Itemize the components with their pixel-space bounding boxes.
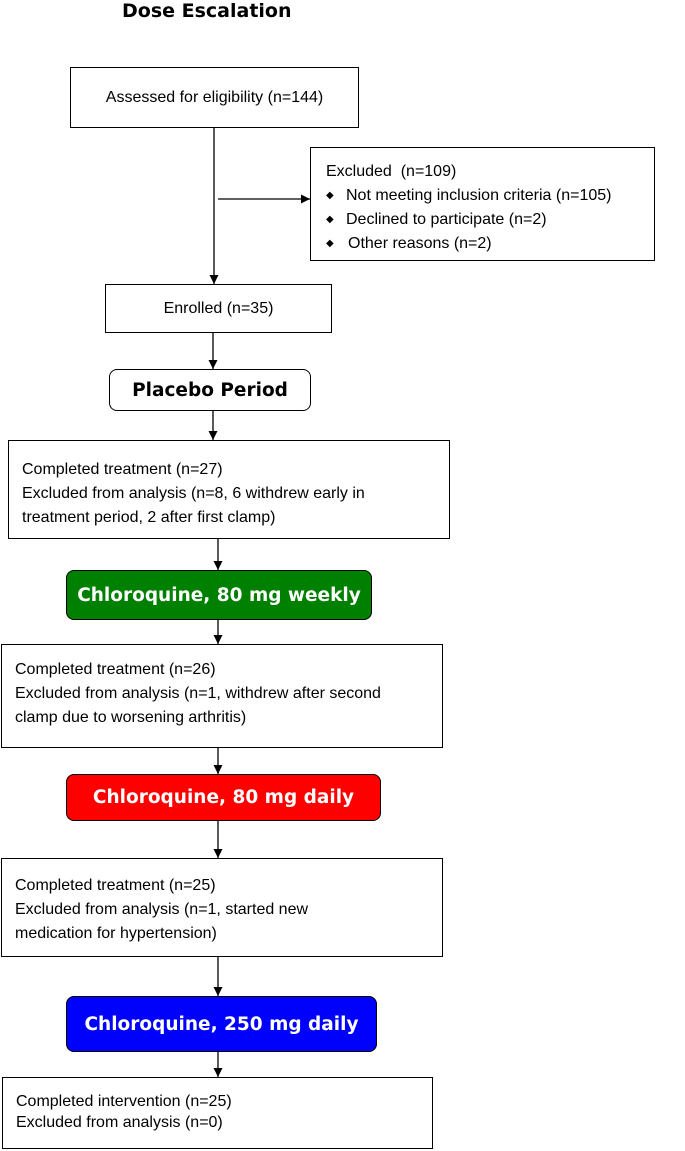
diagram-title: Dose Escalation	[122, 0, 292, 22]
placebo-period-label: Placebo Period	[132, 379, 288, 401]
stage-80mg-weekly-label: Chloroquine, 80 mg weekly	[77, 584, 361, 606]
excluded-box: Excluded (n=109) ◆ Not meeting inclusion…	[310, 147, 655, 261]
result-box-2: Completed treatment (n=26) Excluded from…	[1, 644, 443, 748]
excluded-heading: Excluded (n=109)	[326, 163, 457, 180]
excluded-item: ◆ Declined to participate (n=2)	[326, 208, 654, 232]
assessed-box: Assessed for eligibility (n=144)	[70, 67, 359, 128]
stage-80mg-daily-label: Chloroquine, 80 mg daily	[92, 787, 355, 808]
result-box-4: Completed intervention (n=25) Excluded f…	[2, 1077, 433, 1149]
result-box-1: Completed treatment (n=27) Excluded from…	[8, 440, 450, 539]
excluded-item: ◆ Not meeting inclusion criteria (n=105)	[326, 184, 654, 208]
diamond-icon: ◆	[326, 214, 334, 225]
stage-250mg-daily: Chloroquine, 250 mg daily	[66, 996, 377, 1052]
diamond-icon: ◆	[326, 190, 334, 201]
excluded-item: ◆ Other reasons (n=2)	[326, 232, 654, 256]
stage-80mg-weekly: Chloroquine, 80 mg weekly	[66, 570, 372, 620]
assessed-text: Assessed for eligibility (n=144)	[105, 88, 324, 106]
result-box-3: Completed treatment (n=25) Excluded from…	[1, 858, 443, 957]
placebo-period-box: Placebo Period	[109, 369, 311, 411]
enrolled-text: Enrolled (n=35)	[163, 299, 274, 317]
stage-250mg-daily-label: Chloroquine, 250 mg daily	[84, 1013, 359, 1035]
diamond-icon: ◆	[326, 238, 334, 249]
enrolled-box: Enrolled (n=35)	[105, 284, 332, 333]
stage-80mg-daily: Chloroquine, 80 mg daily	[66, 774, 381, 821]
